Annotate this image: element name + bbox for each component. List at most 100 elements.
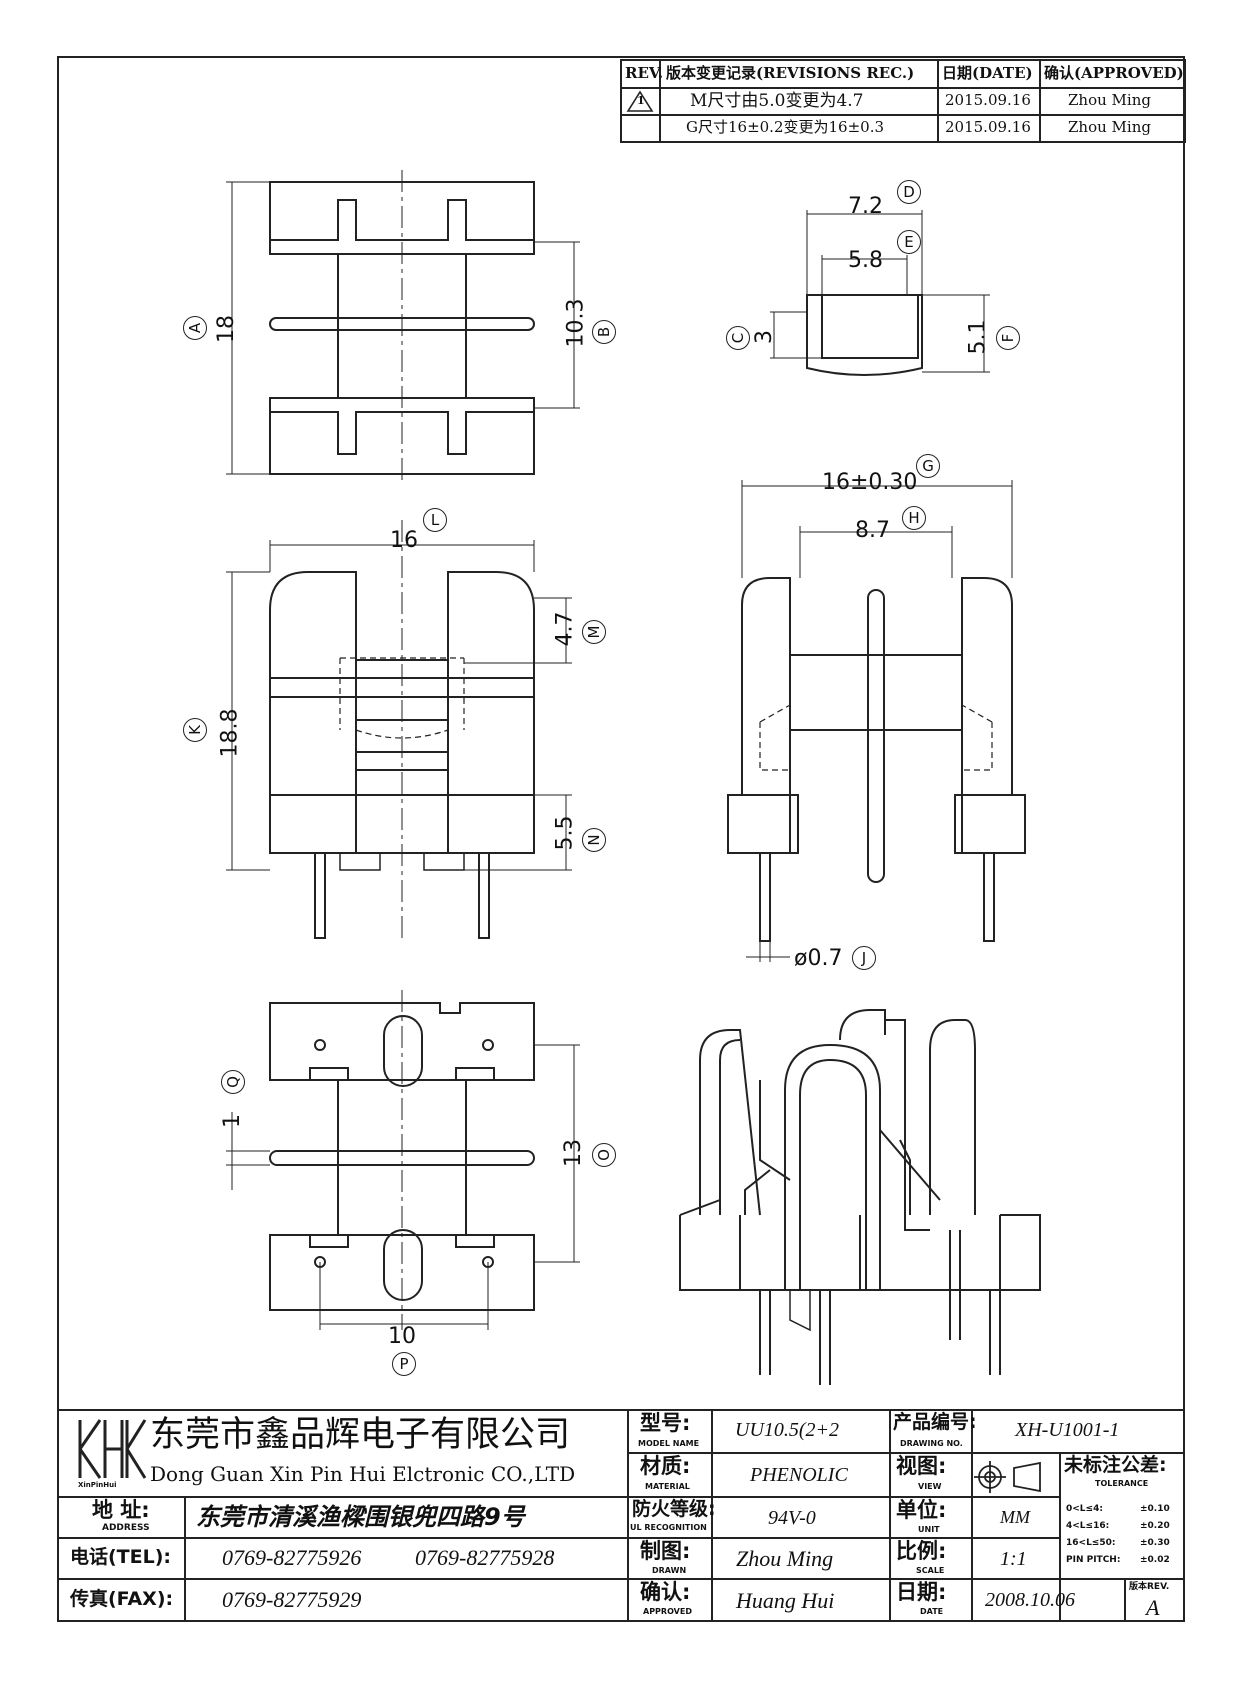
dim-o-letter: O (592, 1143, 616, 1167)
revision-number: 1 (637, 94, 645, 107)
end-view (770, 210, 990, 376)
tolerance-value: ±0.10 (1140, 1504, 1170, 1514)
model-label-en: MODEL NAME (638, 1439, 700, 1448)
dim-h-value: 8.7 (855, 518, 890, 543)
tolerance-value: ±0.30 (1140, 1538, 1170, 1548)
dim-d-value: 7.2 (848, 194, 883, 219)
side-view (727, 480, 1026, 962)
rev-header: REV. (625, 64, 664, 82)
dim-b-letter: B (592, 320, 616, 344)
first-angle-projection-icon (974, 1461, 1041, 1493)
ul-value: 94V-0 (768, 1507, 816, 1529)
tolerance-range: 4<L≤16: (1066, 1521, 1110, 1531)
unit-label-en: UNIT (918, 1525, 940, 1534)
date-value: 2008.10.06 (985, 1589, 1075, 1611)
company-name-cn: 东莞市鑫品辉电子有限公司 (150, 1415, 571, 1455)
company-name-en: Dong Guan Xin Pin Hui Elctronic CO.,LTD (150, 1462, 576, 1486)
tel-label: 电话(TEL): (70, 1546, 172, 1568)
dim-k-value: 18.8 (217, 708, 243, 758)
model-label: 型号: (640, 1411, 691, 1435)
dim-e-letter: E (897, 230, 921, 254)
dim-l-value: 16 (390, 528, 418, 553)
tolerance-label-en: TOLERANCE (1095, 1479, 1149, 1488)
address-value: 东莞市清溪渔樑围银兜四路9号 (196, 1503, 525, 1531)
drawn-label: 制图: (640, 1539, 691, 1563)
tel-value-1: 0769-82775926 (222, 1545, 362, 1570)
revision-date: 2015.09.16 (945, 91, 1031, 109)
revision-approved: Zhou Ming (1068, 91, 1151, 109)
tolerance-range: 0<L≤4: (1066, 1504, 1103, 1514)
revision-approved: Zhou Ming (1068, 118, 1151, 136)
drawing-sheet-border (57, 56, 1185, 1622)
dim-g-letter: G (916, 454, 940, 478)
unit-value: MM (1000, 1507, 1030, 1527)
dim-o-value: 13 (561, 1139, 586, 1167)
address-label-en: ADDRESS (102, 1523, 150, 1533)
bottom-view (226, 990, 580, 1330)
scale-label-en: SCALE (916, 1566, 945, 1575)
dim-n-value: 5.5 (552, 815, 578, 851)
tolerance-value: ±0.20 (1140, 1521, 1170, 1531)
dim-a-value: 18 (214, 315, 239, 343)
approved-value: Huang Hui (736, 1588, 835, 1613)
dim-l-letter: L (423, 508, 447, 532)
drawn-value: Zhou Ming (736, 1546, 834, 1571)
revision-desc: G尺寸16±0.2变更为16±0.3 (686, 118, 885, 136)
drawing-no-label-en: DRAWING NO. (900, 1439, 963, 1448)
dim-g-value: 16±0.30 (822, 470, 918, 495)
material-label-en: MATERIAL (645, 1482, 690, 1491)
unit-label: 单位: (896, 1498, 947, 1522)
revision-table (620, 59, 1186, 143)
company-logo-icon (78, 1419, 147, 1479)
tolerance-label: 未标注公差: (1064, 1454, 1167, 1476)
logo-text: XinPinHui (78, 1481, 117, 1489)
tolerance-value: ±0.02 (1140, 1555, 1170, 1565)
dim-c-value: 3 (752, 330, 777, 344)
dim-f-letter: F (996, 326, 1020, 350)
dim-m-value: 4.7 (552, 611, 578, 647)
revision-date: 2015.09.16 (945, 118, 1031, 136)
dim-a-letter: A (183, 316, 207, 340)
version-value: A (1146, 1595, 1160, 1620)
isometric-view (679, 1009, 1041, 1385)
front-view (226, 520, 572, 940)
dim-p-letter: P (392, 1352, 416, 1376)
dim-b-value: 10.3 (563, 298, 589, 348)
version-label: 版本REV. (1129, 1582, 1170, 1592)
ul-label-en: UL RECOGNITION (630, 1523, 707, 1532)
revision-triangle-icon (626, 90, 654, 112)
date-label-en: DATE (920, 1607, 944, 1616)
dim-f-value: 5.1 (965, 319, 991, 355)
top-view (226, 170, 580, 480)
drawing-no-label: 产品编号: (893, 1411, 977, 1433)
dim-p-value: 10 (388, 1324, 416, 1349)
dim-q-letter: Q (221, 1070, 245, 1094)
address-label: 地 址: (92, 1498, 150, 1522)
dim-k-letter: K (183, 718, 207, 742)
title-block-grid (57, 1409, 1185, 1622)
view-label: 视图: (896, 1454, 947, 1478)
material-label: 材质: (640, 1454, 691, 1478)
dim-j-letter: J (852, 946, 876, 970)
fax-value: 0769-82775929 (222, 1587, 362, 1612)
material-value: PHENOLIC (750, 1464, 848, 1486)
scale-label: 比例: (896, 1539, 947, 1563)
ul-label: 防火等级: (632, 1498, 716, 1520)
view-label-en: VIEW (918, 1482, 942, 1491)
revision-desc: M尺寸由5.0变更为4.7 (690, 91, 864, 111)
revision-desc-header: 版本变更记录(REVISIONS REC.) (666, 64, 915, 82)
dim-d-letter: D (897, 180, 921, 204)
tolerance-range: PIN PITCH: (1066, 1555, 1121, 1565)
drawn-label-en: DRAWN (652, 1566, 687, 1575)
dim-j-value: ø0.7 (794, 946, 843, 971)
dim-e-value: 5.8 (848, 248, 883, 273)
scale-value: 1:1 (1000, 1548, 1027, 1570)
dim-h-letter: H (902, 506, 926, 530)
dim-m-letter: M (582, 620, 606, 644)
tel-value-2: 0769-82775928 (415, 1545, 555, 1570)
revision-approved-header: 确认(APPROVED) (1044, 64, 1184, 82)
revision-date-header: 日期(DATE) (942, 64, 1033, 82)
dim-q-value: 1 (220, 1114, 245, 1128)
dim-c-letter: C (726, 326, 750, 350)
approved-label-en: APPROVED (643, 1607, 692, 1616)
